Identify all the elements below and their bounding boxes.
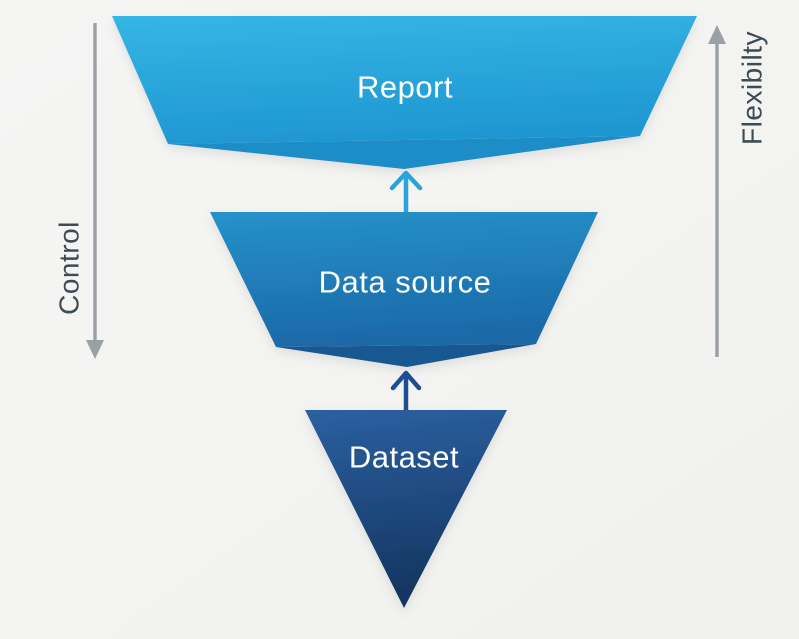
level-report: Report [112, 16, 697, 169]
arrow-datasource-to-report [389, 170, 423, 216]
report-shape [112, 16, 697, 144]
up-arrow-head-icon [390, 370, 422, 391]
flexibility-axis: Flexibilty [708, 25, 768, 357]
up-arrow-head-icon [389, 170, 423, 191]
flexibility-axis-label: Flexibilty [737, 31, 768, 145]
dataset-shape [305, 410, 507, 608]
datasource-shape [210, 212, 598, 347]
datasource-shape-fold [276, 344, 536, 367]
arrow-dataset-to-datasource [390, 370, 422, 415]
control-axis-label: Control [54, 221, 85, 315]
dataset-label: Dataset [349, 440, 459, 475]
arrow-down-icon [86, 340, 104, 359]
report-label: Report [357, 70, 453, 105]
report-shape-fold [168, 136, 640, 169]
arrow-up-icon [708, 25, 726, 44]
level-dataset: Dataset [305, 410, 507, 608]
datasource-label: Data source [319, 265, 492, 300]
level-datasource: Data source [210, 212, 598, 367]
control-axis: Control [54, 23, 104, 359]
